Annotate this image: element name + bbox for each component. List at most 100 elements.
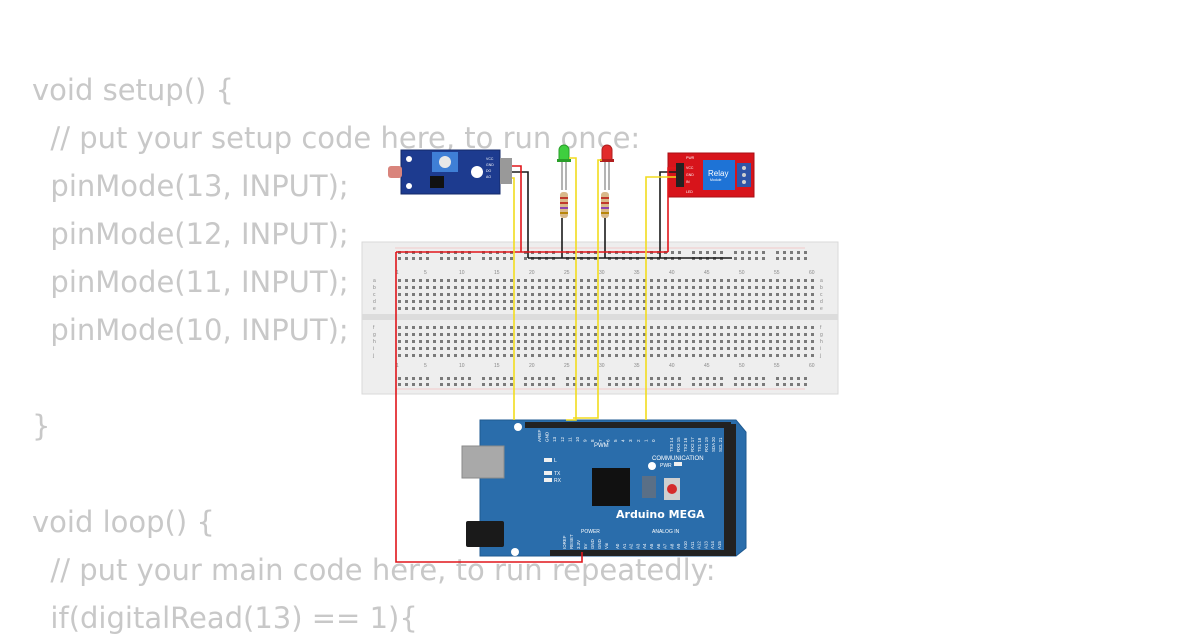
breadboard-hole[interactable] [440, 257, 443, 260]
breadboard-hole[interactable] [552, 300, 555, 303]
breadboard-hole[interactable] [650, 300, 653, 303]
breadboard-hole[interactable] [692, 354, 695, 357]
breadboard-hole[interactable] [489, 377, 492, 380]
breadboard-hole[interactable] [622, 377, 625, 380]
breadboard-hole[interactable] [797, 340, 800, 343]
breadboard-hole[interactable] [426, 293, 429, 296]
breadboard-hole[interactable] [776, 333, 779, 336]
breadboard-hole[interactable] [615, 377, 618, 380]
breadboard-hole[interactable] [748, 347, 751, 350]
breadboard-hole[interactable] [636, 347, 639, 350]
breadboard-hole[interactable] [524, 333, 527, 336]
breadboard-hole[interactable] [804, 300, 807, 303]
breadboard-hole[interactable] [769, 354, 772, 357]
breadboard-hole[interactable] [748, 300, 751, 303]
breadboard-hole[interactable] [769, 293, 772, 296]
breadboard-hole[interactable] [692, 286, 695, 289]
breadboard-hole[interactable] [419, 354, 422, 357]
breadboard-hole[interactable] [741, 326, 744, 329]
breadboard-hole[interactable] [636, 307, 639, 310]
breadboard-hole[interactable] [678, 333, 681, 336]
breadboard-hole[interactable] [692, 293, 695, 296]
breadboard-hole[interactable] [671, 300, 674, 303]
breadboard-hole[interactable] [468, 333, 471, 336]
breadboard-hole[interactable] [440, 300, 443, 303]
breadboard-hole[interactable] [769, 347, 772, 350]
breadboard-hole[interactable] [503, 340, 506, 343]
breadboard-hole[interactable] [545, 326, 548, 329]
breadboard-hole[interactable] [685, 279, 688, 282]
breadboard-hole[interactable] [685, 293, 688, 296]
breadboard-hole[interactable] [538, 347, 541, 350]
breadboard-hole[interactable] [545, 377, 548, 380]
breadboard-hole[interactable] [706, 333, 709, 336]
breadboard-hole[interactable] [734, 333, 737, 336]
breadboard-hole[interactable] [671, 293, 674, 296]
breadboard-hole[interactable] [664, 293, 667, 296]
breadboard-hole[interactable] [545, 347, 548, 350]
breadboard-hole[interactable] [734, 326, 737, 329]
breadboard-hole[interactable] [615, 383, 618, 386]
breadboard-hole[interactable] [608, 293, 611, 296]
breadboard-hole[interactable] [433, 354, 436, 357]
breadboard-hole[interactable] [706, 279, 709, 282]
breadboard-hole[interactable] [405, 300, 408, 303]
breadboard-hole[interactable] [699, 293, 702, 296]
breadboard-hole[interactable] [776, 383, 779, 386]
breadboard-hole[interactable] [671, 340, 674, 343]
breadboard-hole[interactable] [685, 333, 688, 336]
breadboard-hole[interactable] [804, 286, 807, 289]
breadboard-hole[interactable] [531, 286, 534, 289]
breadboard-hole[interactable] [447, 347, 450, 350]
breadboard-hole[interactable] [804, 279, 807, 282]
breadboard-hole[interactable] [587, 300, 590, 303]
breadboard-hole[interactable] [741, 307, 744, 310]
breadboard-hole[interactable] [608, 340, 611, 343]
breadboard-hole[interactable] [748, 377, 751, 380]
breadboard-hole[interactable] [503, 326, 506, 329]
breadboard-hole[interactable] [398, 257, 401, 260]
breadboard-hole[interactable] [769, 300, 772, 303]
breadboard-hole[interactable] [741, 286, 744, 289]
breadboard-hole[interactable] [629, 300, 632, 303]
breadboard-hole[interactable] [475, 333, 478, 336]
breadboard-hole[interactable] [748, 333, 751, 336]
breadboard-hole[interactable] [496, 354, 499, 357]
breadboard-hole[interactable] [811, 340, 814, 343]
breadboard-hole[interactable] [636, 326, 639, 329]
breadboard-hole[interactable] [629, 340, 632, 343]
breadboard-hole[interactable] [538, 340, 541, 343]
breadboard-hole[interactable] [678, 340, 681, 343]
breadboard-hole[interactable] [531, 340, 534, 343]
breadboard-hole[interactable] [601, 326, 604, 329]
breadboard-hole[interactable] [776, 347, 779, 350]
breadboard-hole[interactable] [531, 326, 534, 329]
breadboard-hole[interactable] [762, 293, 765, 296]
breadboard-hole[interactable] [482, 326, 485, 329]
breadboard-hole[interactable] [804, 340, 807, 343]
breadboard-hole[interactable] [447, 354, 450, 357]
breadboard-hole[interactable] [517, 293, 520, 296]
breadboard-hole[interactable] [643, 347, 646, 350]
breadboard-hole[interactable] [790, 251, 793, 254]
breadboard-hole[interactable] [405, 307, 408, 310]
breadboard-hole[interactable] [482, 347, 485, 350]
breadboard-hole[interactable] [559, 347, 562, 350]
breadboard-hole[interactable] [678, 383, 681, 386]
breadboard-hole[interactable] [587, 354, 590, 357]
breadboard-hole[interactable] [755, 340, 758, 343]
breadboard-hole[interactable] [496, 347, 499, 350]
breadboard-hole[interactable] [405, 286, 408, 289]
breadboard-hole[interactable] [811, 326, 814, 329]
breadboard-hole[interactable] [762, 354, 765, 357]
breadboard-hole[interactable] [482, 257, 485, 260]
breadboard-hole[interactable] [517, 340, 520, 343]
breadboard-hole[interactable] [468, 307, 471, 310]
breadboard-hole[interactable] [755, 383, 758, 386]
breadboard-hole[interactable] [447, 286, 450, 289]
breadboard-hole[interactable] [398, 340, 401, 343]
breadboard-hole[interactable] [804, 333, 807, 336]
breadboard-hole[interactable] [629, 286, 632, 289]
breadboard-hole[interactable] [741, 354, 744, 357]
breadboard-hole[interactable] [720, 340, 723, 343]
